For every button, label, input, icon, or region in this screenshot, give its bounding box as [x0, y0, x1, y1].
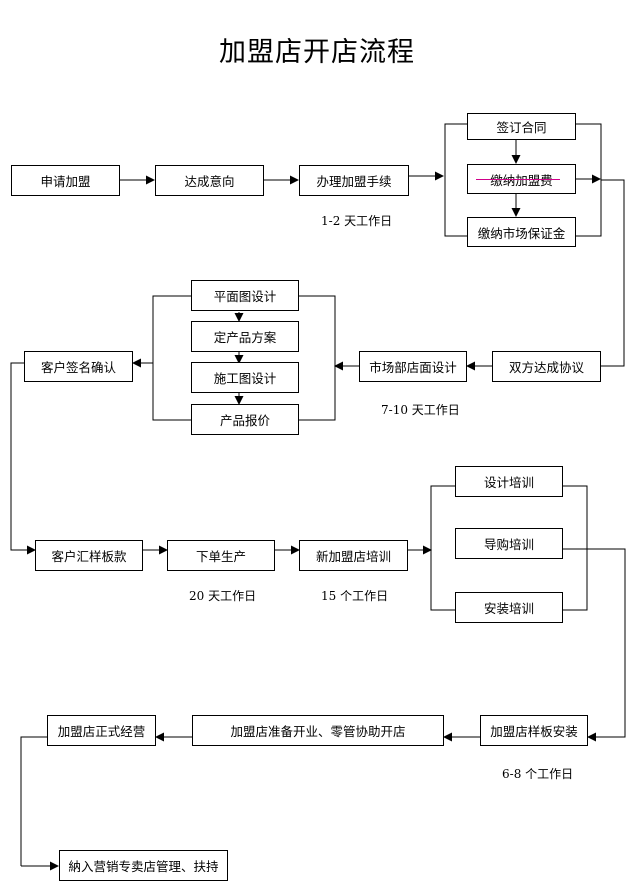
bracket-contract-group-left	[444, 123, 467, 237]
note-production-duration: 20 天工作日	[189, 589, 257, 603]
step-apply: 申请加盟	[11, 165, 120, 196]
step-design-training: 设计培训	[455, 466, 563, 497]
step-construction-drawing: 施工图设计	[191, 362, 299, 393]
connector-row1-row2	[600, 179, 625, 367]
step-procedures: 办理加盟手续	[299, 165, 409, 196]
step-customer-confirm: 客户签名确认	[24, 351, 133, 382]
step-new-store-training: 新加盟店培训	[299, 540, 408, 571]
step-store-design: 市场部店面设计	[359, 351, 467, 382]
step-sales-training: 导购培训	[455, 528, 563, 559]
note-procedures-duration: 1-2 天工作日	[321, 214, 393, 228]
step-customer-payment: 客户汇样板款	[35, 540, 143, 571]
step-install-training: 安装培训	[455, 592, 563, 623]
connector-row2-row3	[10, 362, 24, 551]
step-product-quote: 产品报价	[191, 404, 299, 435]
strikethrough-pay-fee	[476, 179, 560, 180]
step-intent: 达成意向	[155, 165, 264, 196]
bracket-design-group-right	[299, 295, 336, 421]
note-design-duration: 7-10 天工作日	[381, 403, 460, 417]
note-install-duration: 6-8 个工作日	[502, 767, 574, 781]
bracket-training-group-right	[563, 485, 588, 611]
bracket-contract-group-right	[576, 123, 602, 237]
step-agreement: 双方达成协议	[492, 351, 601, 382]
step-sign-contract: 签订合同	[467, 113, 576, 140]
step-pay-deposit: 缴纳市场保证金	[467, 217, 576, 247]
connector-row3-row4	[563, 548, 626, 738]
step-floor-plan: 平面图设计	[191, 280, 299, 311]
bracket-design-group-left	[152, 295, 191, 421]
step-sample-install: 加盟店样板安装	[480, 715, 588, 746]
step-formal-operation: 加盟店正式经营	[47, 715, 156, 746]
step-prepare-opening: 加盟店准备开业、零管协助开店	[192, 715, 444, 746]
note-training-duration: 15 个工作日	[321, 589, 389, 603]
step-product-plan: 定产品方案	[191, 321, 299, 352]
bracket-training-group-left	[430, 485, 455, 611]
step-place-order: 下单生产	[167, 540, 275, 571]
page-title: 加盟店开店流程	[219, 37, 415, 68]
step-management-support: 納入营销专卖店管理、扶持	[59, 850, 228, 881]
connector-row4-final	[20, 736, 47, 866]
